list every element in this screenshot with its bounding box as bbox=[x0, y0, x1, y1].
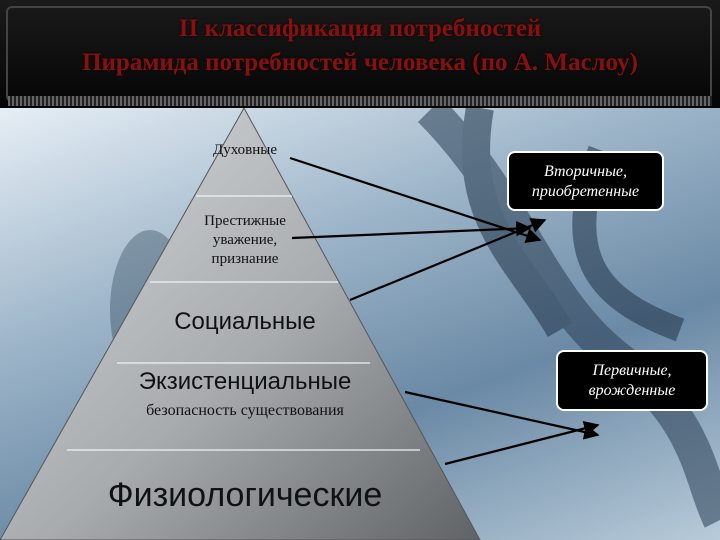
title-bar: II классификация потребностей Пирамида п… bbox=[0, 0, 720, 108]
arrow-existential bbox=[404, 390, 600, 440]
level-physiological: Физиологические bbox=[107, 476, 383, 514]
arrow-social bbox=[349, 218, 547, 302]
arrow-spiritual bbox=[289, 156, 542, 243]
title-line-2: Пирамида потребностей человека (по А. Ма… bbox=[82, 49, 638, 76]
pyramid-shape bbox=[0, 106, 481, 540]
arrow-prestige bbox=[291, 220, 532, 240]
level-existential-sub: безопасность существования bbox=[146, 402, 344, 419]
level-spiritual: Духовные bbox=[212, 142, 277, 158]
pyramid-dividers bbox=[67, 195, 420, 451]
level-existential: Экзистенциальные bbox=[138, 368, 352, 395]
level-prestige: Престижные уважение, признание bbox=[204, 213, 286, 267]
secondary-needs-box: Вторичные, приобретенные bbox=[507, 151, 664, 211]
level-social: Социальные bbox=[174, 308, 316, 335]
arrow-physiological bbox=[444, 420, 600, 466]
title-line-1: II классификация потребностей bbox=[178, 15, 542, 42]
title-rule bbox=[8, 96, 712, 106]
arrows bbox=[289, 156, 600, 466]
primary-needs-box: Первичные, врожденные bbox=[556, 350, 708, 411]
